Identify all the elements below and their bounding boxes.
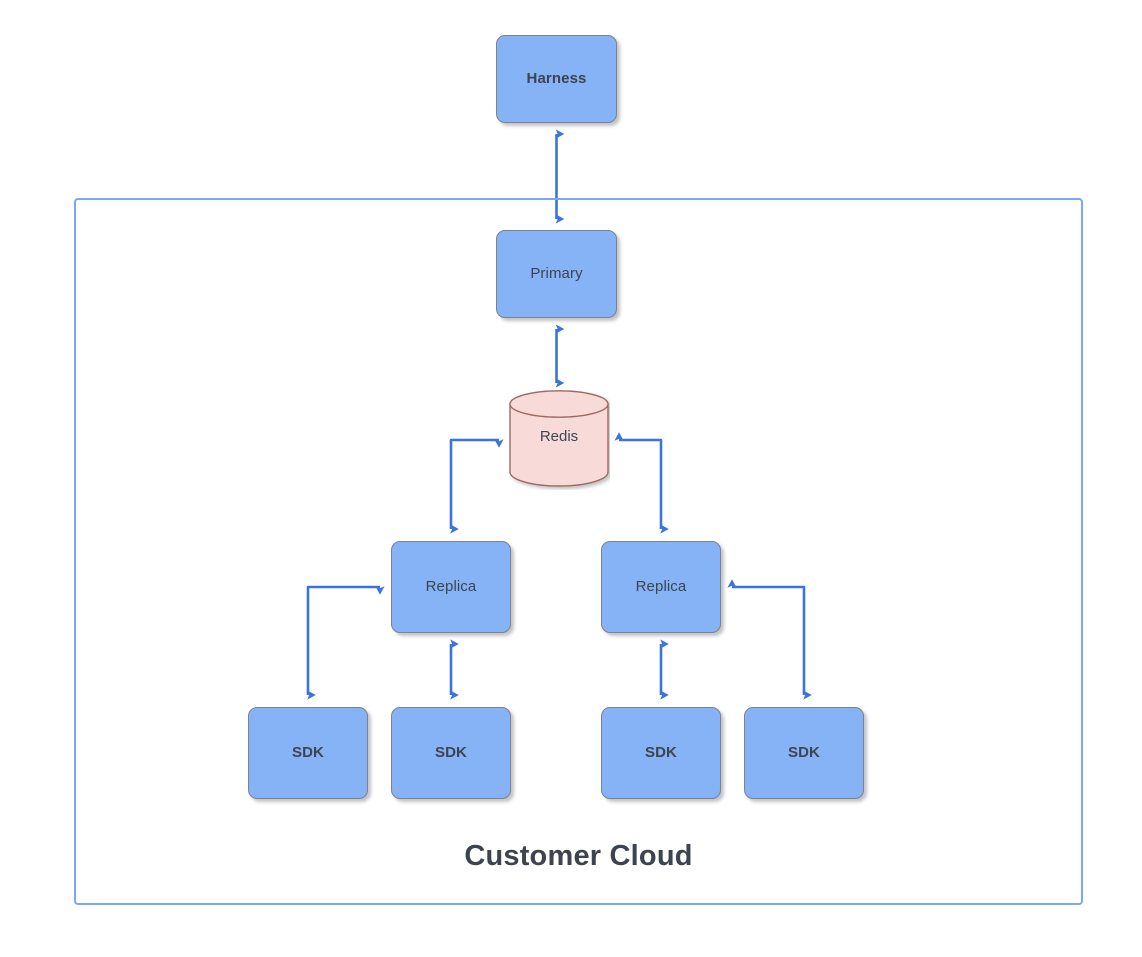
node-sdk-2-label: SDK	[435, 744, 467, 761]
node-harness-label: Harness	[526, 70, 587, 87]
node-sdk-3[interactable]: SDK	[601, 707, 721, 799]
node-replica-left[interactable]: Replica	[391, 541, 511, 633]
node-sdk-1[interactable]: SDK	[248, 707, 368, 799]
node-sdk-2[interactable]: SDK	[391, 707, 511, 799]
customer-cloud-container	[74, 198, 1083, 905]
node-sdk-4[interactable]: SDK	[744, 707, 864, 799]
node-primary-label: Primary	[530, 265, 583, 282]
edge-replica-left-sdk-1	[306, 585, 385, 700]
node-replica-right[interactable]: Replica	[601, 541, 721, 633]
node-redis[interactable]: Redis	[508, 390, 610, 490]
edge-redis-replica-left	[449, 438, 504, 534]
node-sdk-3-label: SDK	[645, 744, 677, 761]
node-harness[interactable]: Harness	[496, 35, 617, 123]
node-sdk-4-label: SDK	[788, 744, 820, 761]
customer-cloud-title: Customer Cloud	[464, 840, 693, 872]
node-replica-right-label: Replica	[635, 578, 687, 595]
node-primary[interactable]: Primary	[496, 230, 617, 318]
edge-redis-replica-right	[614, 432, 669, 534]
node-replica-left-label: Replica	[425, 578, 477, 595]
edge-replica-right-sdk-4	[727, 579, 812, 700]
node-sdk-1-label: SDK	[292, 744, 324, 761]
